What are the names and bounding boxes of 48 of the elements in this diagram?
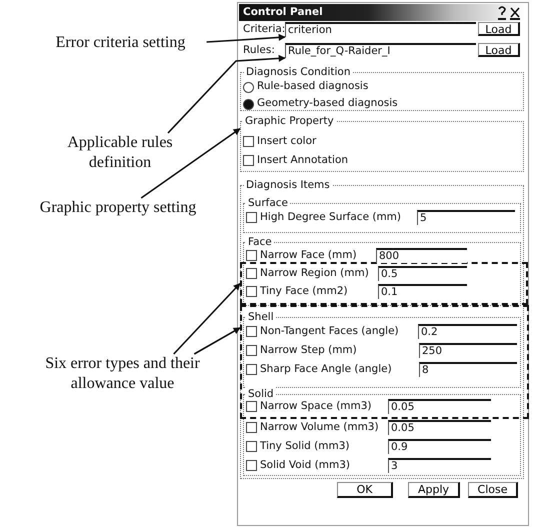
option-label: Rule-based diagnosis: [257, 79, 368, 93]
input-field: 0.05: [388, 399, 491, 414]
option-label: Narrow Space (mm3): [260, 399, 372, 413]
leader-arrow: [140, 128, 241, 199]
input-field: 800: [376, 248, 467, 263]
load-button: Load: [478, 22, 520, 36]
input-field: 3: [388, 458, 491, 473]
window-title: Control Panel: [243, 5, 323, 19]
option-label: Solid Void (mm3): [260, 458, 350, 472]
dialog-button: OK: [337, 482, 393, 498]
input-field: 0.5: [378, 266, 467, 281]
input-field: 0.05: [388, 420, 491, 435]
dialog-button: Apply: [408, 482, 460, 498]
option-label: Sharp Face Angle (angle): [260, 362, 392, 376]
input-field: criterion: [285, 22, 476, 37]
option-label: High Degree Surface (mm): [260, 210, 402, 224]
callout-label: Six error types and their allowance value: [20, 354, 225, 394]
option-label: Insert color: [257, 134, 316, 148]
leader-arrow: [194, 327, 241, 355]
option-label: Narrow Volume (mm3): [260, 420, 379, 434]
callout-label: Error criteria setting: [18, 33, 223, 53]
option-label: Narrow Step (mm): [260, 343, 357, 357]
group-title: Diagnosis Condition: [244, 65, 352, 79]
group-title: Diagnosis Items: [244, 178, 332, 192]
input-field: 5: [417, 210, 515, 225]
option-label: Tiny Solid (mm3): [260, 439, 350, 453]
input-field: 8: [419, 362, 517, 377]
input-field: 250: [419, 343, 517, 358]
leader-arrow: [173, 282, 241, 355]
load-button: Load: [478, 43, 520, 57]
field-label: Rules:: [243, 43, 275, 57]
option-label: Tiny Face (mm2): [260, 284, 348, 298]
leader-arrow: [206, 34, 286, 43]
field-label: Criteria:: [243, 22, 286, 36]
input-field: 0.9: [388, 439, 491, 454]
leader-arrow: [167, 54, 286, 134]
option-label: Narrow Face (mm): [260, 248, 357, 262]
input-field: Rule_for_Q-Raider_I: [285, 43, 476, 58]
dialog-button: Close: [468, 482, 518, 498]
option-label: Geometry-based diagnosis: [257, 96, 398, 110]
input-field: 0.2: [418, 324, 517, 339]
option-label: Narrow Region (mm): [260, 266, 369, 280]
option-label: Insert Annotation: [257, 153, 348, 167]
group-title: Graphic Property: [243, 114, 336, 128]
input-field: 0.1: [378, 284, 467, 299]
callout-label: Applicable rules definition: [40, 133, 200, 173]
callout-label: Graphic property setting: [2, 198, 234, 218]
option-label: Non-Tangent Faces (angle): [260, 324, 399, 338]
